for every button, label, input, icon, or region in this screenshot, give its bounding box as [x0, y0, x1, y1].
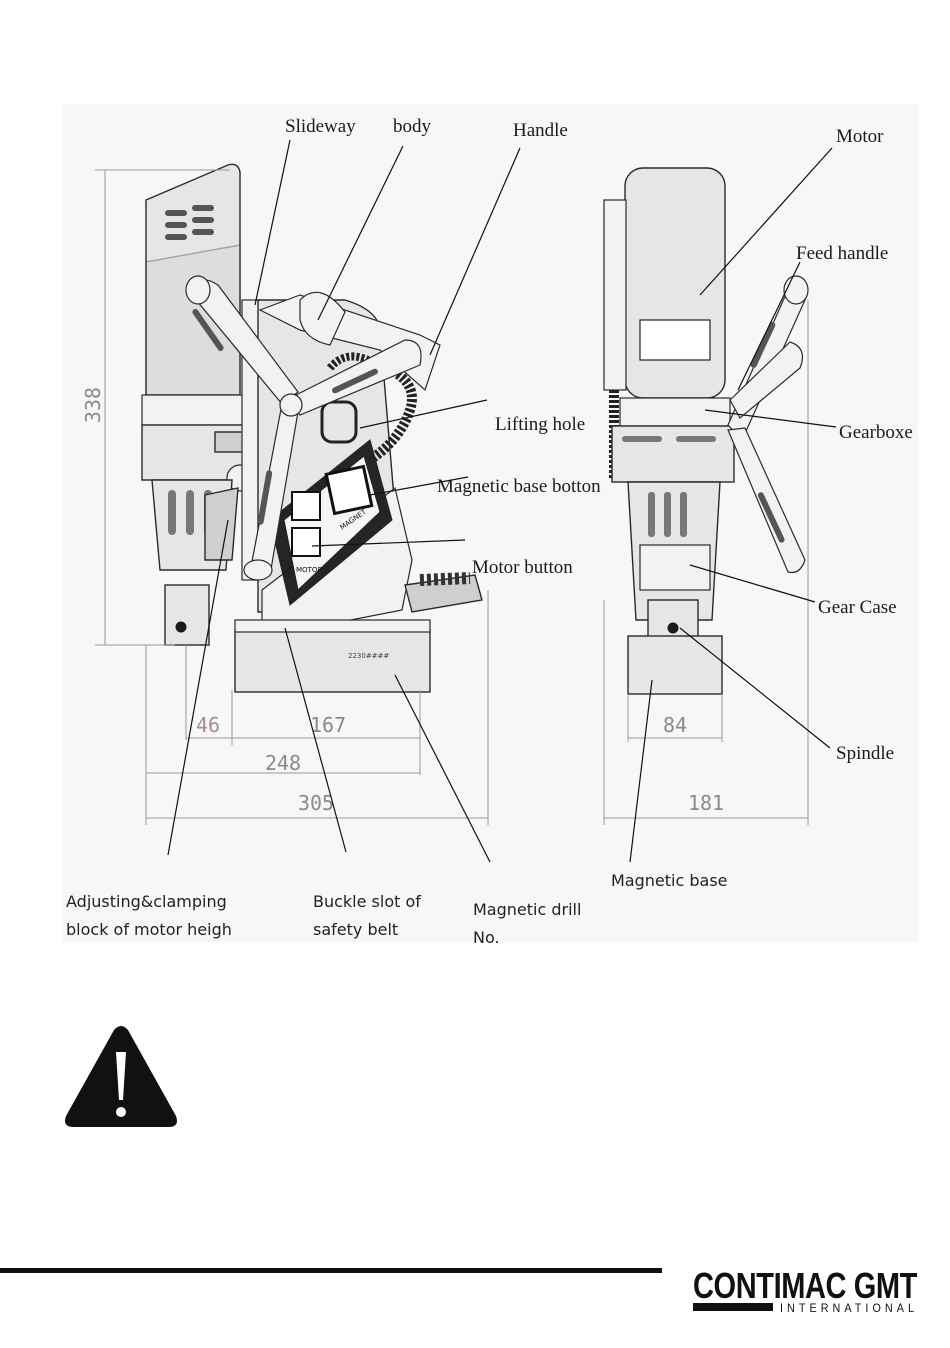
dim-167: 167	[310, 713, 346, 737]
label-buckle-line1: Buckle slot of	[313, 892, 421, 911]
brand-sub: INTERNATIONAL	[780, 1301, 918, 1315]
label-slideway: Slideway	[285, 116, 356, 137]
dim-46: 46	[196, 713, 220, 737]
label-spindle: Spindle	[836, 743, 894, 764]
footer-rule	[0, 1268, 662, 1273]
label-handle: Handle	[513, 120, 568, 141]
dim-248: 248	[265, 751, 301, 775]
label-drillno-line1: Magnetic drill	[473, 900, 581, 919]
label-adjusting-line1: Adjusting&clamping	[66, 892, 227, 911]
dim-height-338: 338	[81, 387, 105, 423]
label-lifting-hole: Lifting hole	[495, 414, 585, 435]
dim-84: 84	[663, 713, 687, 737]
brand-logo: CONTIMAC GMT INTERNATIONAL	[693, 1265, 918, 1315]
label-adjusting-line2: block of motor heigh	[66, 920, 232, 939]
label-motor: Motor	[836, 126, 884, 147]
brand-name: CONTIMAC GMT	[693, 1265, 917, 1306]
label-drillno-line2: No.	[473, 928, 500, 947]
serial-plate: 2230####	[348, 652, 389, 660]
label-buckle-line2: safety belt	[313, 920, 398, 939]
dim-181: 181	[688, 791, 724, 815]
label-body: body	[393, 116, 432, 137]
label-feed-handle: Feed handle	[796, 243, 888, 264]
label-gearboxes: Gearboxe	[839, 422, 913, 443]
label-gear-case: Gear Case	[818, 597, 897, 618]
label-magnetic-base: Magnetic base	[611, 871, 728, 890]
dim-305: 305	[298, 791, 334, 815]
motor-panel-label: MOTOR	[296, 566, 322, 574]
label-magnetic-base-button: Magnetic base botton	[437, 476, 601, 497]
warning-triangle-icon	[65, 1026, 177, 1127]
label-motor-button: Motor button	[472, 557, 573, 578]
